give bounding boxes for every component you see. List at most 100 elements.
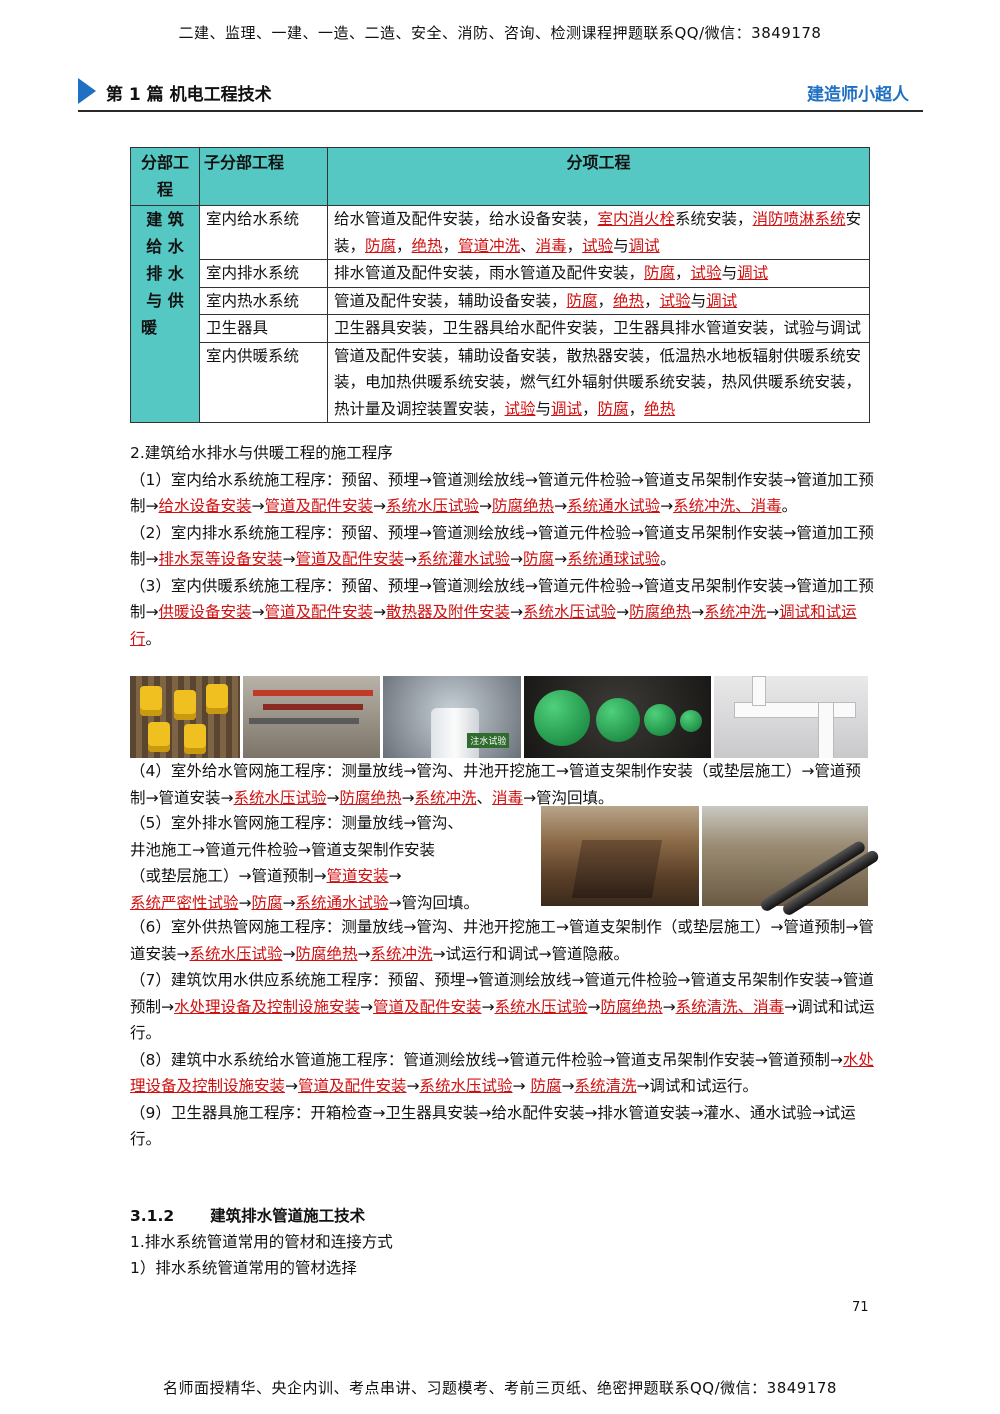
key-term: 防腐	[644, 264, 676, 282]
key-term: 系统水压试验	[419, 1077, 513, 1095]
text-run: 卫生器具安装，卫生器具给水配件安装，卫生器具排水管道安装，试验与调试	[334, 319, 862, 337]
key-term: 系统水压试验	[189, 944, 283, 963]
key-term: 试验	[659, 291, 691, 310]
text-run: 与	[613, 236, 629, 255]
key-term: 试验	[504, 399, 536, 418]
text-run: →管沟回填。	[388, 893, 480, 912]
procedure-7: （7）建筑饮用水供应系统施工程序：预留、预埋→管道测绘放线→管道元件检验→管道支…	[130, 967, 875, 1047]
section-number: 3.1.2	[130, 1207, 175, 1225]
key-term: 系统灌水试验	[417, 550, 511, 568]
drain-pipe-photo	[714, 676, 869, 758]
construction-photo-strip: 注水试验	[130, 676, 869, 758]
key-term: 防腐	[597, 399, 629, 418]
division-line: 排 水	[146, 264, 184, 283]
key-term: 系统水压试验	[233, 788, 327, 807]
key-term: 试验	[582, 236, 614, 255]
key-term: 系统通水试验	[567, 497, 661, 515]
key-term: 系统水压试验	[494, 997, 588, 1016]
key-term: 系统通球试验	[567, 550, 661, 568]
procedure-4: （4）室外给水管网施工程序：测量放线→管沟、井池开挖施工→管道支架制作安装（或垫…	[130, 758, 875, 811]
key-term: 系统水压试验	[386, 497, 480, 515]
text-run: →	[388, 867, 402, 885]
key-term: 系统清洗	[574, 1077, 637, 1095]
text-run: （2）室内排水系统施工程序：预留、预埋→管道测绘放线→管道元件检验→管道支吊架制…	[130, 523, 874, 569]
header-subdivision: 子分部工程	[199, 147, 328, 206]
key-term: 防腐	[566, 291, 598, 310]
text-run: →	[404, 550, 418, 568]
trench-pipes-photo	[702, 806, 881, 918]
text-run: （7）建筑饮用水供应系统施工程序：预留、预埋→管道测绘放线→管道元件检验→管道支…	[130, 971, 874, 1016]
text-run: →	[512, 1077, 531, 1095]
procedure-6: （6）室外供热管网施工程序：测量放线→管沟、井池开挖施工→管道支架制作（或垫层施…	[130, 914, 875, 967]
key-term: 调试	[551, 399, 583, 418]
procedure-5-line: 系统严密性试验→防腐→系统通水试验→管沟回填。	[130, 890, 540, 917]
text-run: →	[251, 497, 265, 515]
key-term: 散热器及附件安装	[386, 603, 511, 621]
subdivision-cell: 室内排水系统	[199, 259, 328, 288]
text-run: →	[554, 497, 568, 515]
text-run: →	[510, 550, 524, 568]
subdivision-cell: 室内给水系统	[199, 205, 328, 260]
section-title: 建筑排水管道施工技术	[210, 1207, 366, 1225]
bottom-banner: 名师面授精华、央企内训、考点串讲、习题模考、考前三页纸、绝密押题联系QQ/微信：…	[163, 1379, 837, 1397]
text-run: （1）室内给水系统施工程序：预留、预埋→管道测绘放线→管道元件检验→管道支吊架制…	[130, 470, 874, 516]
text-run: →	[238, 893, 252, 912]
procedure-5-line: 井池施工→管道元件检验→管道支架制作安装	[130, 837, 540, 864]
procedure-1: （1）室内给水系统施工程序：预留、预埋→管道测绘放线→管道元件检验→管道支吊架制…	[130, 467, 875, 520]
text-run: ，	[442, 236, 459, 255]
text-run: 与	[721, 264, 738, 282]
key-term: 防腐	[251, 893, 283, 912]
brand-name: 建造师小超人	[807, 85, 909, 105]
key-term: 排水泵等设备安装	[158, 550, 283, 568]
subdivision-cell: 室内供暖系统	[199, 341, 328, 423]
text-run: 。	[660, 550, 676, 568]
top-banner: 二建、监理、一建、一造、二造、安全、消防、咨询、检测课程押题联系QQ/微信：38…	[178, 24, 822, 42]
text-run: →	[554, 550, 568, 568]
division-line: 给 水	[146, 237, 184, 256]
procedure-9: （9）卫生器具施工程序：开箱检查→卫生器具安装→给水配件安装→排水管道安装→灌水…	[130, 1100, 875, 1153]
text-run: →	[357, 944, 371, 963]
procedure-5-line: （5）室外排水管网施工程序：测量放线→管沟、	[130, 810, 540, 837]
section-2-title: 2.建筑给水排水与供暖工程的施工程序	[130, 444, 393, 462]
text-run: →	[587, 997, 601, 1016]
key-term: 防腐	[365, 236, 397, 255]
photo-caption: 注水试验	[467, 733, 510, 748]
text-run: →	[373, 497, 387, 515]
key-term: 系统水压试验	[523, 603, 617, 621]
text-run: 排水管道及配件安装，雨水管道及配件安装，	[334, 264, 645, 282]
key-term: 水处理设备及控制设施安装	[174, 997, 361, 1016]
text-run: 与	[690, 291, 707, 310]
text-run: （3）室内供暖系统施工程序：预留、预埋→管道测绘放线→管道元件检验→管道支吊架制…	[130, 576, 874, 622]
text-run: 、	[476, 788, 493, 807]
key-term: 防腐绝热	[629, 603, 692, 621]
construction-items-table: 分部工程 子分部工程 分项工程 建 筑 给 水 排 水 与 供 暖 室内给水系统…	[130, 147, 870, 423]
text-run: 、	[520, 236, 536, 255]
text-run: 井池施工→管道元件检验→管道支架制作安装	[130, 840, 435, 859]
text-run: →	[766, 603, 780, 621]
text-run: 与	[535, 399, 552, 418]
procedures-6-9: （6）室外供热管网施工程序：测量放线→管沟、井池开挖施工→管道支架制作（或垫层施…	[130, 914, 875, 1153]
key-term: 管道及配件安装	[298, 1077, 407, 1095]
section-heading-312: 3.1.2 建筑排水管道施工技术	[130, 1203, 875, 1230]
key-term: 绝热	[411, 236, 443, 255]
subdivision-cell: 卫生器具	[199, 314, 328, 343]
table-header-row: 分部工程 子分部工程 分项工程	[130, 147, 870, 206]
text-run: →	[251, 603, 265, 621]
key-term: 供暖设备安装	[158, 603, 252, 621]
key-term: 系统冲洗	[704, 603, 767, 621]
text-run: →	[360, 997, 374, 1016]
rebar-photo	[130, 676, 240, 758]
text-run: →	[561, 1077, 575, 1095]
text-run: 管道及配件安装，辅助设备安装，散热器安装，低温热水地板辐射供暖系统安装，电加热供…	[334, 346, 862, 418]
text-run: 给水管道及配件安装，给水设备安装，	[334, 210, 598, 228]
text-run: →调试和试运行。	[636, 1077, 759, 1095]
subheading-1: 1.排水系统管道常用的管材和连接方式	[130, 1233, 393, 1251]
text-run: →	[660, 497, 674, 515]
text-run: →	[326, 788, 340, 807]
key-term: 水处理设备及控制设施安装	[130, 1050, 874, 1096]
items-cell: 给水管道及配件安装，给水设备安装，室内消火栓系统安装，消防喷淋系统安装，防腐，绝…	[327, 205, 870, 260]
text-run: ，	[582, 399, 598, 418]
text-run: （6）室外供热管网施工程序：测量放线→管沟、井池开挖施工→管道支架制作（或垫层施…	[130, 918, 874, 963]
text-run: →调试和试运行。	[130, 997, 875, 1043]
procedure-5: （5）室外排水管网施工程序：测量放线→管沟、 井池施工→管道元件检验→管道支架制…	[130, 810, 540, 916]
